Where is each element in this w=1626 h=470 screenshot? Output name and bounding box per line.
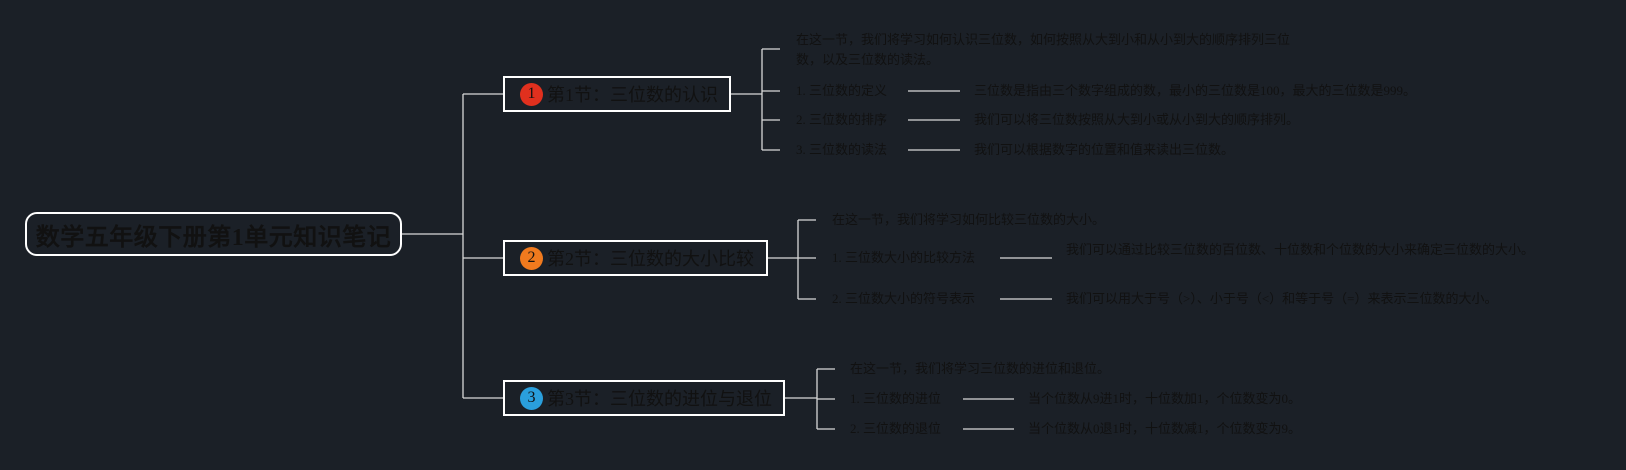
section-title: 第3节：三位数的进位与退位 bbox=[547, 389, 772, 409]
section-3-item-label-2: 2. 三位数的退位 bbox=[850, 421, 942, 436]
section-node-1[interactable]: 1 第1节：三位数的认识 bbox=[503, 76, 731, 112]
section-3-item-desc-1: 当个位数从9进1时，十位数加1，个位数变为0。 bbox=[1028, 391, 1302, 406]
section-2-item-desc-2: 我们可以用大于号（>）、小于号（<）和等于号（=）来表示三位数的大小。 bbox=[1066, 291, 1498, 306]
number-badge-icon: 1 bbox=[520, 82, 543, 106]
section-1-item-desc-3: 我们可以根据数字的位置和值来读出三位数。 bbox=[974, 142, 1235, 157]
section-node-2[interactable]: 2 第2节：三位数的大小比较 bbox=[503, 240, 768, 276]
section-1-item-label-1: 1. 三位数的定义 bbox=[796, 83, 888, 98]
section-2-item-desc-1: 我们可以通过比较三位数的百位数、十位数和个位数的大小来确定三位数的大小。 bbox=[1066, 242, 1535, 257]
root-title: 数学五年级下册第1单元知识笔记 bbox=[35, 224, 392, 251]
section-1-item-desc-2: 我们可以将三位数按照从大到小或从小到大的顺序排列。 bbox=[974, 112, 1300, 127]
section-2-intro: 在这一节，我们将学习如何比较三位数的大小。 bbox=[832, 212, 1106, 227]
number-badge-icon: 2 bbox=[520, 246, 543, 270]
section-3-intro: 在这一节，我们将学习三位数的进位和退位。 bbox=[850, 361, 1111, 376]
number-badge-icon: 3 bbox=[520, 386, 543, 410]
section-2-item-label-2: 2. 三位数大小的符号表示 bbox=[832, 291, 976, 306]
section-node-3[interactable]: 3 第3节：三位数的进位与退位 bbox=[503, 380, 785, 416]
section-title: 第2节：三位数的大小比较 bbox=[547, 249, 754, 269]
root-node[interactable]: 数学五年级下册第1单元知识笔记 bbox=[25, 212, 402, 256]
section-title: 第1节：三位数的认识 bbox=[547, 85, 718, 105]
section-3-item-label-1: 1. 三位数的进位 bbox=[850, 391, 942, 406]
section-1-item-label-3: 3. 三位数的读法 bbox=[796, 142, 888, 157]
section-3-item-desc-2: 当个位数从0退1时，十位数减1，个位数变为9。 bbox=[1028, 421, 1302, 436]
section-1-intro: 在这一节，我们将学习如何认识三位数，如何按照从大到小和从小到大的顺序排列三位数，… bbox=[796, 32, 1291, 67]
section-1-item-desc-1: 三位数是指由三个数字组成的数，最小的三位数是100，最大的三位数是999。 bbox=[974, 83, 1417, 98]
section-1-item-label-2: 2. 三位数的排序 bbox=[796, 112, 888, 127]
section-2-item-label-1: 1. 三位数大小的比较方法 bbox=[832, 250, 976, 265]
